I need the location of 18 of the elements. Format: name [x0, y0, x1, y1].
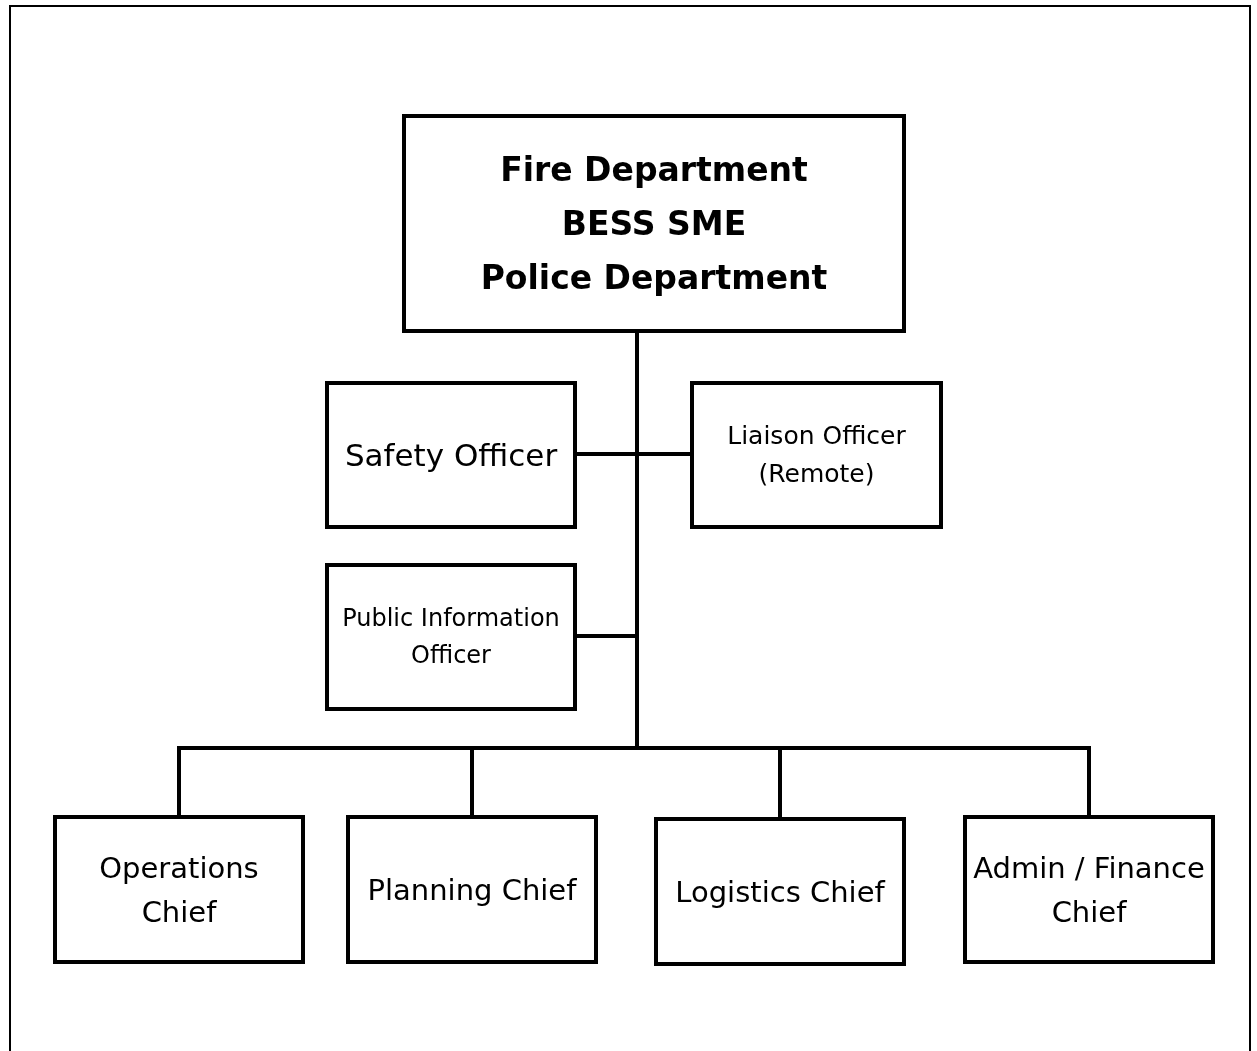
role-label: Planning Chief — [367, 871, 577, 909]
org-box — [690, 381, 943, 529]
org-box — [346, 815, 598, 964]
org-box — [402, 114, 906, 333]
role-label: Admin / Finance Chief — [972, 849, 1206, 931]
role-label: Police Department — [480, 256, 828, 299]
role-label: Liaison Officer (Remote) — [726, 420, 907, 490]
role-label: Public Information Officer — [341, 603, 561, 671]
role-label: Logistics Chief — [675, 873, 885, 911]
role-label: Fire Department — [500, 148, 808, 191]
org-box — [325, 381, 577, 529]
role-label: BESS SME — [561, 202, 747, 245]
org-box — [325, 563, 577, 711]
org-box — [53, 815, 305, 964]
org-box — [654, 817, 906, 966]
role-label: Safety Officer — [344, 436, 558, 475]
org-box — [963, 815, 1215, 964]
role-label: Operations Chief — [98, 849, 260, 931]
